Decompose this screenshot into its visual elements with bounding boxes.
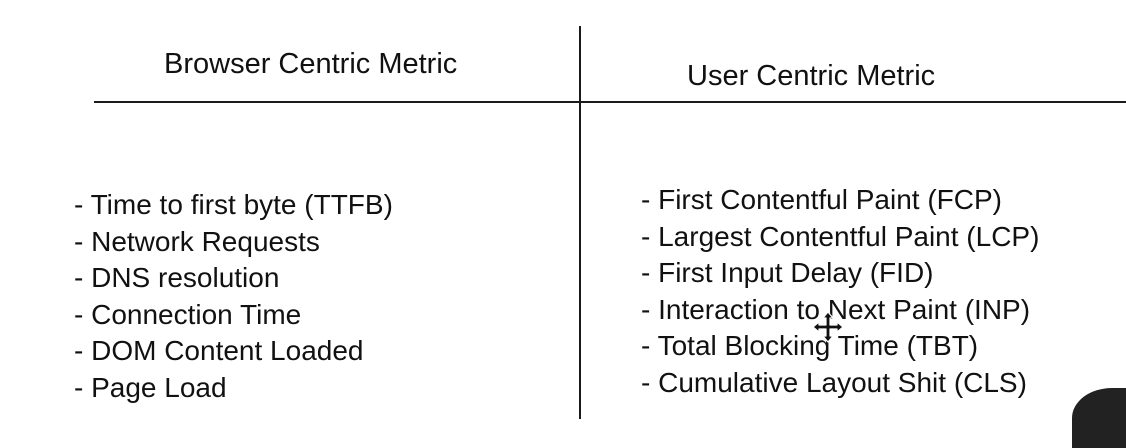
list-item: - Network Requests	[74, 225, 320, 257]
list-item: - First Input Delay (FID)	[641, 257, 934, 289]
list-item: - DNS resolution	[74, 262, 280, 294]
move-cursor-icon	[812, 311, 844, 343]
list-item: - Cumulative Layout Shit (CLS)	[641, 366, 1027, 398]
list-item: - Connection Time	[74, 298, 302, 330]
list-item: - Largest Contentful Paint (LCP)	[641, 220, 1040, 252]
browser-centric-heading: Browser Centric Metric	[164, 48, 458, 80]
list-item: - Time to first byte (TTFB)	[74, 189, 393, 220]
list-item: - Page Load	[74, 371, 227, 403]
user-centric-heading: User Centric Metric	[687, 60, 936, 92]
header-divider-left	[94, 101, 582, 103]
list-item: - DOM Content Loaded	[74, 335, 364, 367]
user-centric-list: - First Contentful Paint (FCP) - Largest…	[641, 182, 1039, 402]
list-item: - Interaction to Next Paint (INP)	[641, 293, 1031, 325]
header-divider-right	[582, 101, 1126, 103]
column-divider	[579, 26, 581, 419]
list-item: - Total Blocking Time (TBT)	[641, 330, 979, 362]
browser-centric-list: - Time to first byte (TTFB) - Network Re…	[74, 187, 393, 407]
list-item: - First Contentful Paint (FCP)	[641, 184, 1002, 215]
corner-shape	[1072, 388, 1126, 448]
